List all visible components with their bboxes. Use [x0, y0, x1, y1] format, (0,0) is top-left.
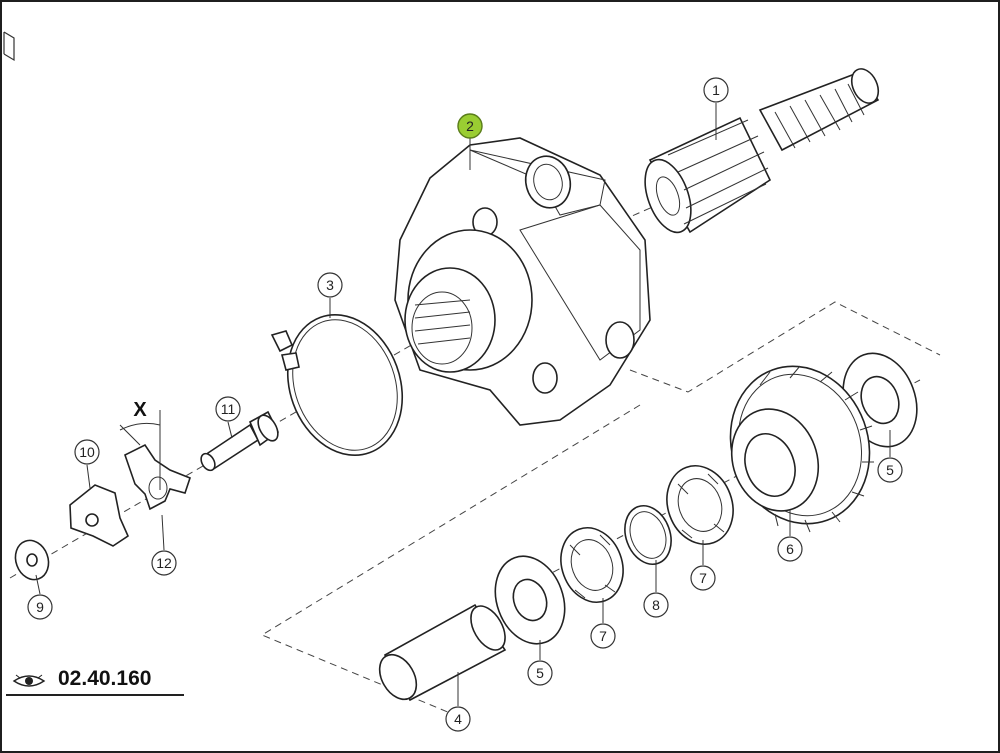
callout-2-selected[interactable]: 2	[457, 113, 483, 139]
svg-text:10: 10	[79, 444, 95, 460]
svg-text:9: 9	[36, 599, 44, 615]
callout-7-upper[interactable]: 7	[690, 565, 716, 591]
callout-5-upper[interactable]: 5	[877, 457, 903, 483]
svg-text:12: 12	[156, 555, 172, 571]
document-corner-icon	[3, 31, 15, 62]
part-1-splined-shaft[interactable]	[636, 65, 883, 239]
part-2-carrier-housing[interactable]	[394, 137, 651, 426]
callout-10[interactable]: 10	[74, 439, 100, 465]
part-7-needle-bearing-upper[interactable]	[656, 456, 744, 553]
callout-7-lower[interactable]: 7	[590, 623, 616, 649]
callout-1[interactable]: 1	[703, 77, 729, 103]
svg-text:7: 7	[699, 570, 707, 586]
part-10-tab-washer[interactable]	[69, 484, 130, 547]
callout-8[interactable]: 8	[643, 592, 669, 618]
svg-text:6: 6	[786, 541, 794, 557]
callout-leaders	[35, 103, 891, 706]
part-5-thrust-washer-lower[interactable]	[484, 546, 577, 653]
callout-4[interactable]: 4	[445, 706, 471, 732]
view-label-x: X	[133, 399, 147, 421]
callout-3[interactable]: 3	[317, 272, 343, 298]
svg-text:4: 4	[454, 711, 462, 727]
callout-11[interactable]: 11	[215, 396, 241, 422]
callout-5-lower[interactable]: 5	[527, 660, 553, 686]
part-8-spacer-ring[interactable]	[617, 499, 679, 570]
part-3-snap-ring[interactable]	[269, 299, 422, 472]
assembly-dashline-right	[629, 301, 941, 393]
svg-text:8: 8	[652, 597, 660, 613]
svg-text:11: 11	[221, 401, 236, 417]
svg-text:5: 5	[536, 665, 544, 681]
part-7-needle-bearing-lower[interactable]	[551, 519, 633, 611]
callout-12[interactable]: 12	[151, 550, 177, 576]
callout-9[interactable]: 9	[27, 594, 53, 620]
part-6-planet-gear[interactable]	[709, 347, 892, 544]
view-x-indicator: X	[119, 399, 161, 490]
reference-underline	[6, 694, 184, 696]
svg-text:7: 7	[599, 628, 607, 644]
part-9-washer[interactable]	[10, 536, 54, 585]
eye-icon[interactable]	[12, 673, 46, 689]
reference-code: 02.40.160	[58, 667, 152, 690]
svg-text:2: 2	[466, 118, 474, 134]
part-4-pin[interactable]	[372, 600, 512, 706]
svg-text:3: 3	[326, 277, 334, 293]
svg-text:1: 1	[712, 82, 720, 98]
part-12-lock-plate[interactable]	[124, 443, 191, 511]
part-11-bolt[interactable]	[198, 410, 282, 473]
callout-6[interactable]: 6	[777, 536, 803, 562]
svg-text:5: 5	[886, 462, 894, 478]
